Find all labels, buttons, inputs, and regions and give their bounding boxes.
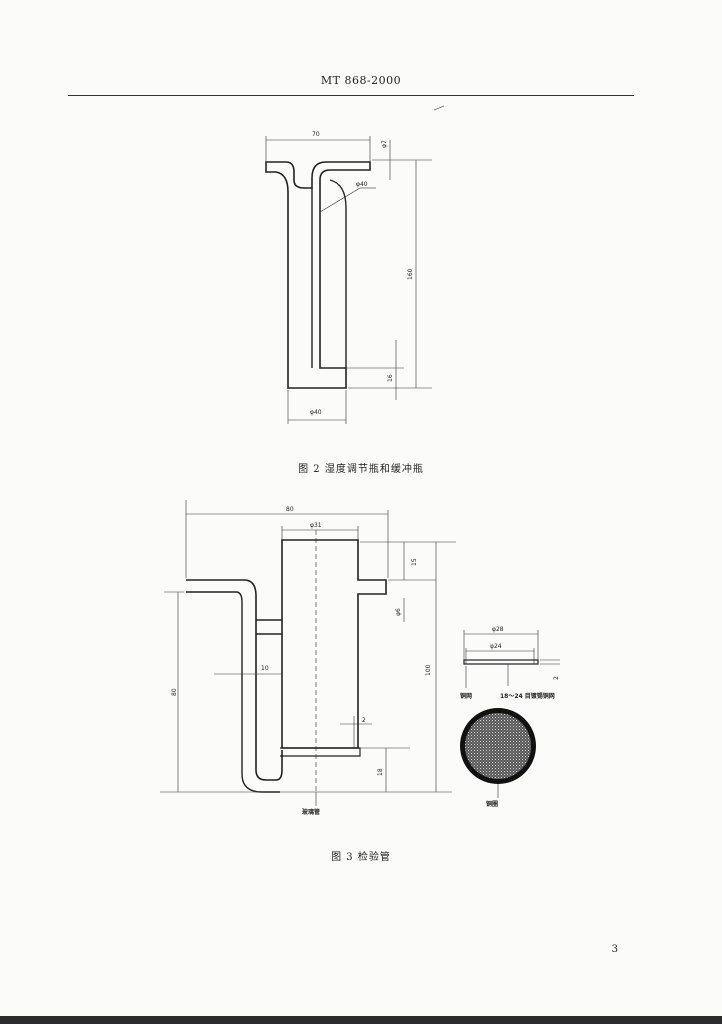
dim-80-left: 80 [171,688,178,696]
dim-15: 15 [411,558,418,566]
figure-2-dimensions [265,105,445,424]
label-glass-tube: 玻璃管 [302,808,320,816]
dim-16: 16 [387,374,394,382]
scan-edge [0,1016,722,1024]
dim-thickness-2: 2 [553,676,560,680]
label-copper-mesh: 铜网 [460,692,472,700]
figure-3-drawing [186,539,387,793]
label-copper-ring: 铜圈 [486,800,498,808]
figure-3-dimensions [160,500,456,806]
figure-2-drawing [265,161,371,389]
mesh-disc [460,708,536,784]
dim-phi24: φ24 [490,643,502,650]
page-header: MT 868-2000 [320,74,402,87]
page-number: 3 [611,944,618,955]
dim-phi40-inner: φ40 [356,181,368,188]
dim-160: 160 [407,268,414,280]
dim-phi7: φ7 [381,140,388,148]
dim-10: 10 [261,665,269,672]
figure-2-caption: 图 2 湿度调节瓶和缓冲瓶 [298,464,424,475]
figure-3-caption: 图 3 检验管 [331,852,391,863]
label-mesh-spec: 18～24 目镀锡铜网 [500,692,555,700]
dim-18: 18 [377,768,384,776]
dim-70: 70 [312,131,320,138]
mesh-section-drawing [463,630,560,688]
dim-80-top: 80 [286,506,294,513]
dim-phi28: φ28 [492,626,504,633]
dim-phi40-base: φ40 [310,409,322,416]
dim-100: 100 [425,664,432,676]
dim-2: 2 [362,717,366,724]
header-rule [68,95,634,96]
dim-phi31: φ31 [310,522,322,529]
dim-phi6: φ6 [395,608,402,616]
